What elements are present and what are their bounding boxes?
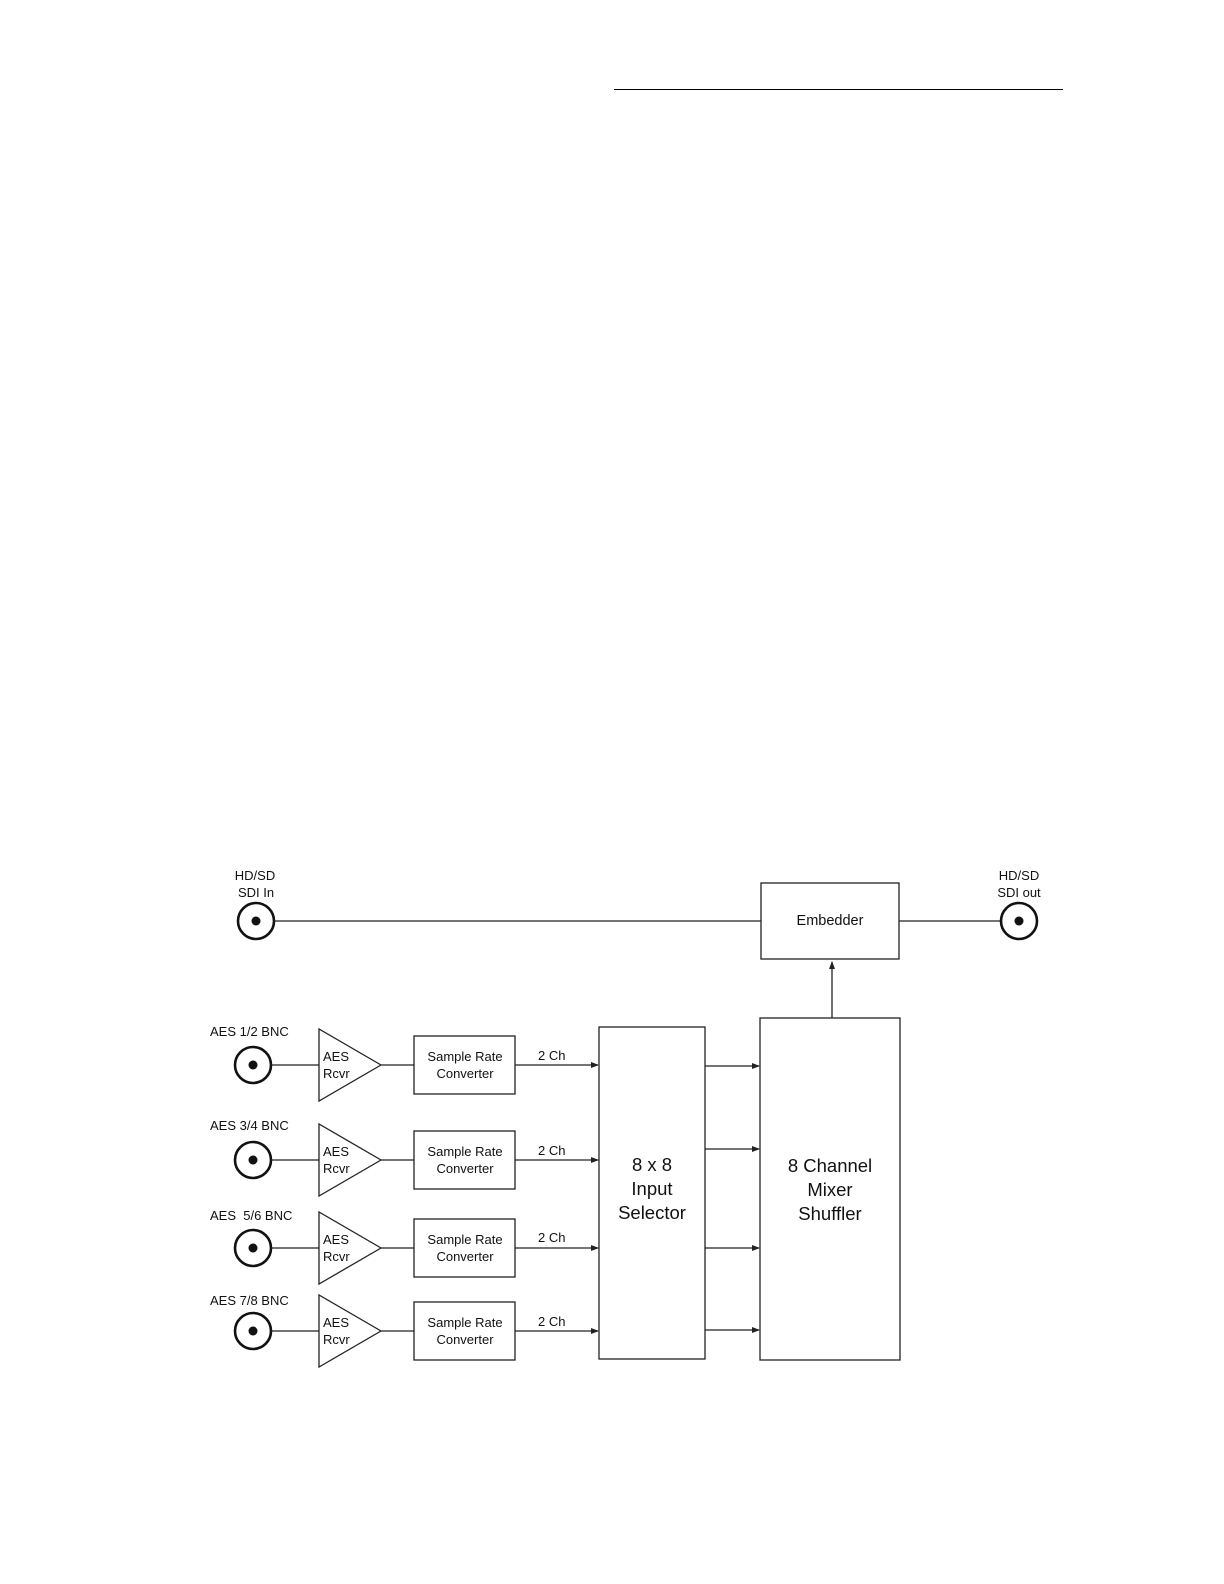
converter-label-line2: Converter [436,1332,494,1347]
bnc-center-pin-icon [249,1156,258,1165]
channel-count-label: 2 Ch [538,1314,565,1329]
aes-receiver-label-line1: AES [323,1049,349,1064]
converter-label-line1: Sample Rate [427,1049,502,1064]
aes-receiver-label-line1: AES [323,1315,349,1330]
bnc-center-pin-icon [1015,917,1024,926]
channel-count-label: 2 Ch [538,1048,565,1063]
aes-connector-label: AES 5/6 BNC [210,1208,292,1223]
aes-receiver-label-line1: AES [323,1144,349,1159]
sdi-in-connector: HD/SD SDI In [235,868,275,939]
bnc-center-pin-icon [252,917,261,926]
aes-receiver-block [319,1212,381,1284]
channel-count-label: 2 Ch [538,1230,565,1245]
mixer-label-line3: Shuffler [798,1203,861,1224]
sdi-out-connector: HD/SD SDI out [997,868,1041,939]
aes-receiver-label-line2: Rcvr [323,1161,350,1176]
selector-label-line3: Selector [618,1202,686,1223]
converter-label-line1: Sample Rate [427,1315,502,1330]
aes-receiver-label-line2: Rcvr [323,1332,350,1347]
sample-rate-converter-block [414,1219,515,1277]
aes-receiver-block [319,1295,381,1367]
aes-input-row: AES 3/4 BNC AES Rcvr Sample Rate Convert… [210,1118,598,1196]
aes-input-row: AES 7/8 BNC AES Rcvr Sample Rate Convert… [210,1293,598,1367]
mixer-shuffler-block: 8 Channel Mixer Shuffler [760,1018,900,1360]
aes-input-row: AES 5/6 BNC AES Rcvr Sample Rate Convert… [210,1208,598,1284]
sample-rate-converter-block [414,1036,515,1094]
input-selector-block: 8 x 8 Input Selector [599,1027,705,1359]
embedder-block: Embedder [761,883,899,959]
converter-label-line1: Sample Rate [427,1232,502,1247]
channel-count-label: 2 Ch [538,1143,565,1158]
converter-label-line2: Converter [436,1161,494,1176]
selector-label-line1: 8 x 8 [632,1154,672,1175]
sdi-in-label-line2: SDI In [238,885,274,900]
aes-receiver-block [319,1029,381,1101]
bnc-center-pin-icon [249,1327,258,1336]
aes-connector-label: AES 3/4 BNC [210,1118,289,1133]
converter-label-line1: Sample Rate [427,1144,502,1159]
sdi-in-label-line1: HD/SD [235,868,275,883]
sdi-out-label-line2: SDI out [997,885,1041,900]
sdi-out-label-line1: HD/SD [999,868,1039,883]
bnc-center-pin-icon [249,1244,258,1253]
aes-receiver-label-line1: AES [323,1232,349,1247]
aes-receiver-label-line2: Rcvr [323,1249,350,1264]
aes-connector-label: AES 7/8 BNC [210,1293,289,1308]
aes-input-row: AES 1/2 BNC AES Rcvr Sample Rate Convert… [210,1024,598,1101]
aes-receiver-block [319,1124,381,1196]
selector-label-line2: Input [631,1178,672,1199]
mixer-label-line1: 8 Channel [788,1155,872,1176]
mixer-label-line2: Mixer [807,1179,852,1200]
aes-receiver-label-line2: Rcvr [323,1066,350,1081]
aes-connector-label: AES 1/2 BNC [210,1024,289,1039]
embedder-label: Embedder [797,913,864,929]
converter-label-line2: Converter [436,1066,494,1081]
bnc-center-pin-icon [249,1061,258,1070]
converter-label-line2: Converter [436,1249,494,1264]
sample-rate-converter-block [414,1302,515,1360]
sample-rate-converter-block [414,1131,515,1189]
